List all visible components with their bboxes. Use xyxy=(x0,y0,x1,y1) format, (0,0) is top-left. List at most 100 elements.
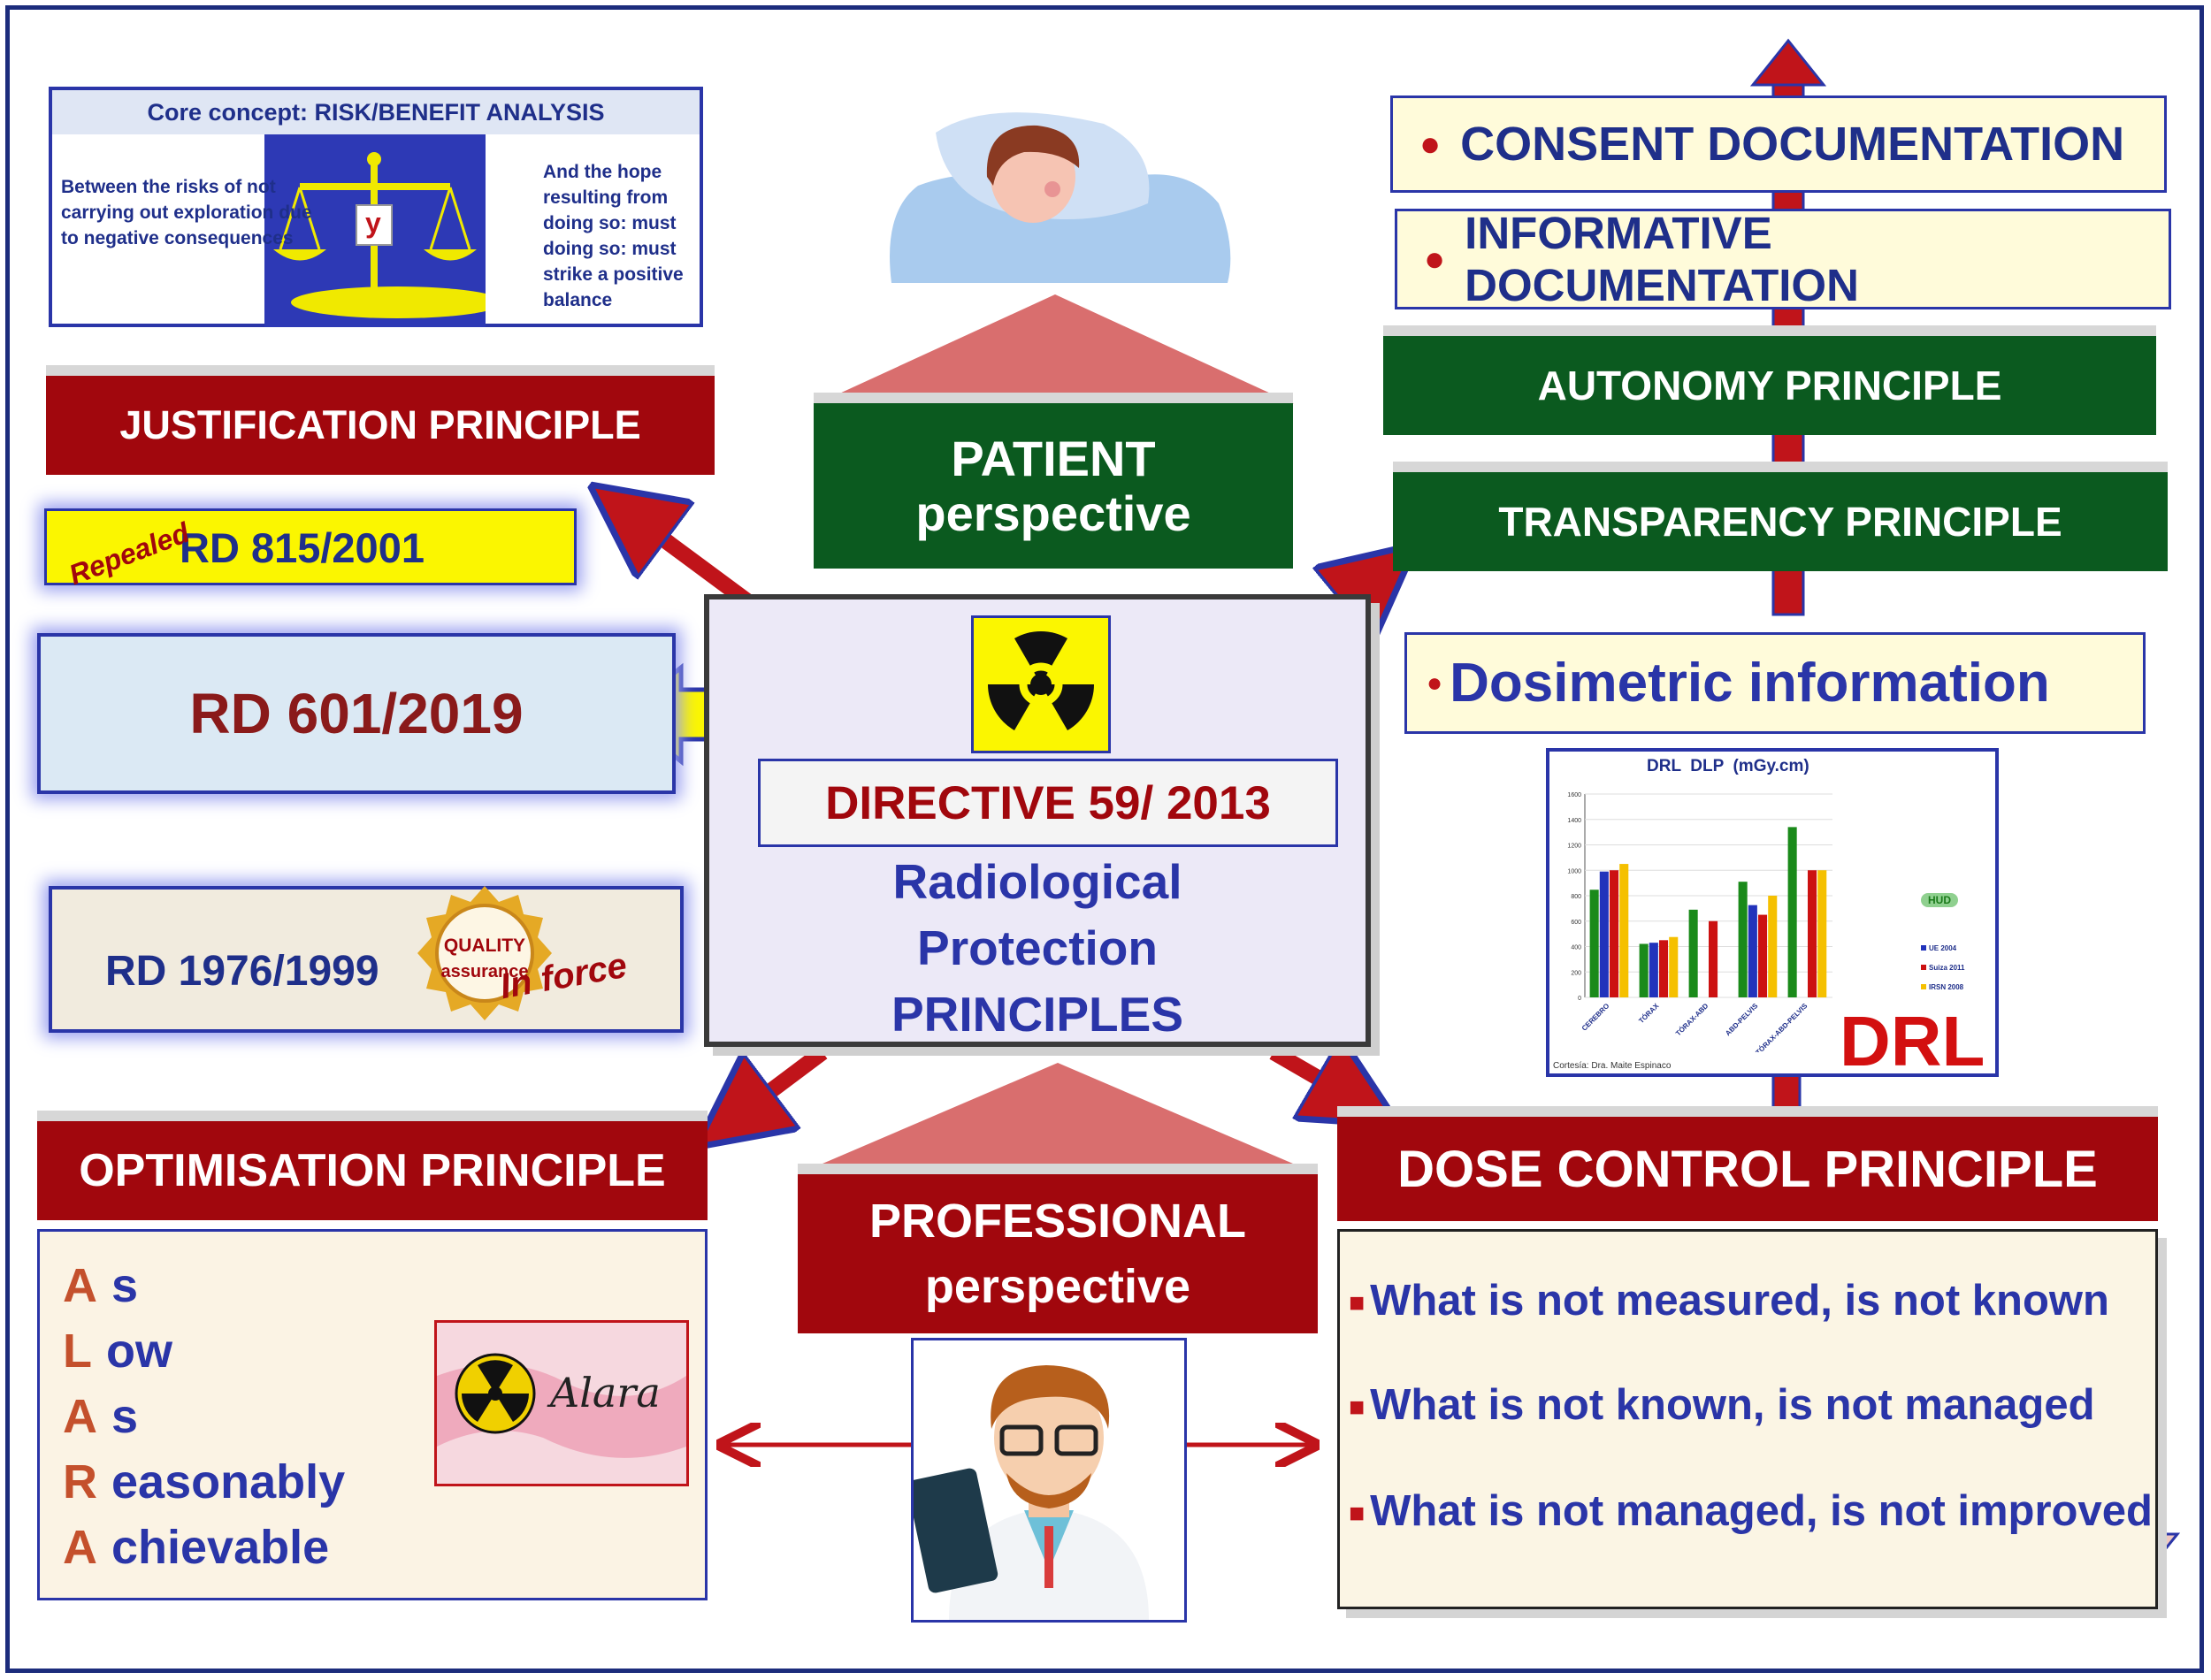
rd1976-box: RD 1976/1999 xyxy=(49,886,684,1033)
rd815-label: RD 815/2001 xyxy=(180,524,425,571)
dose-item-3: ■What is not managed, is not improved xyxy=(1349,1487,2153,1535)
y-tick-label: 1000 xyxy=(1567,868,1581,874)
justification-title: JUSTIFICATION PRINCIPLE xyxy=(119,402,641,447)
patient-illustration xyxy=(883,97,1236,283)
arrow-to-justification xyxy=(628,513,753,608)
alara-logo-text: Alara xyxy=(550,1369,661,1417)
bullet-square-icon: ■ xyxy=(1349,1499,1366,1529)
rd1976-label: RD 1976/1999 xyxy=(105,948,379,995)
risk-text: Between the risks of not carrying out ex… xyxy=(61,177,312,248)
legend-label: Suiza 2011 xyxy=(1929,964,1965,972)
dosimetric-label: Dosimetric information xyxy=(1450,653,2050,714)
professional-perspective-box: PROFESSIONAL perspective xyxy=(798,1174,1318,1333)
bar xyxy=(1738,882,1748,997)
rd815-box: RD 815/2001 Repealed xyxy=(44,508,577,591)
patient-subtitle: perspective xyxy=(915,485,1191,541)
rd601-box: RD 601/2019 xyxy=(37,633,676,794)
legend-swatch xyxy=(1921,965,1926,970)
legend-swatch xyxy=(1921,984,1926,989)
y-tick-label: 200 xyxy=(1571,970,1581,976)
optimisation-title: OPTIMISATION PRINCIPLE xyxy=(79,1145,666,1196)
rp-line-1: Radiological xyxy=(892,854,1182,909)
y-tick-label: 1600 xyxy=(1567,792,1581,798)
rp-line-3: PRINCIPLES xyxy=(891,987,1184,1042)
informative-label: INFORMATIVE DOCUMENTATION xyxy=(1465,208,1859,310)
risk-benefit-title: Core concept: RISK/BENEFIT ANALYSIS xyxy=(52,90,700,134)
vertical-shaft-bottom xyxy=(1771,1068,1802,1125)
bar xyxy=(1758,914,1768,997)
dose-control-box: ■What is not measured, is not known ■Wha… xyxy=(1337,1229,2158,1609)
rp-line-2: Protection xyxy=(917,920,1158,975)
bar xyxy=(1649,943,1658,997)
y-tick-label: 1400 xyxy=(1567,818,1581,824)
bar xyxy=(1748,905,1757,997)
risk-benefit-card: Core concept: RISK/BENEFIT ANALYSIS y Be… xyxy=(49,87,703,327)
bar xyxy=(1659,940,1669,997)
bar xyxy=(1817,870,1827,997)
professional-roof xyxy=(798,1063,1318,1174)
drl-big-label: DRL xyxy=(1840,1002,1985,1081)
legend-label: IRSN 2008 xyxy=(1929,983,1964,991)
justification-banner: JUSTIFICATION PRINCIPLE xyxy=(46,376,715,475)
hope-text: And the hope resulting from doing so: mu… xyxy=(543,162,684,310)
radiation-icon xyxy=(971,615,1111,753)
x-tick-label: TÓRAX-ABD-PELVIS xyxy=(1755,1002,1809,1052)
bar xyxy=(1808,870,1817,997)
bar xyxy=(1669,936,1679,997)
arrow-to-optimisation xyxy=(734,1045,828,1119)
drl-legend-hud: HUD xyxy=(1921,893,1958,907)
seal-quality: QUALITY xyxy=(443,935,526,956)
bullet-square-icon: ■ xyxy=(1349,1393,1366,1423)
patient-perspective-box: PATIENT perspective xyxy=(814,403,1293,569)
transparency-principle-banner: TRANSPARENCY PRINCIPLE xyxy=(1393,472,2168,571)
bullet-icon: ● xyxy=(1424,239,1446,279)
y-tick-label: 0 xyxy=(1578,996,1581,1002)
optimisation-banner: OPTIMISATION PRINCIPLE xyxy=(37,1121,708,1220)
x-tick-label: ABD-PELVIS xyxy=(1724,1002,1760,1038)
scale-label: y xyxy=(365,207,381,239)
bar xyxy=(1688,909,1698,997)
y-tick-label: 1200 xyxy=(1567,844,1581,850)
y-tick-label: 400 xyxy=(1571,945,1581,951)
bar xyxy=(1589,890,1599,997)
seal-assurance: assurance xyxy=(440,962,529,981)
drl-chart-title: DRL DLP (mGy.cm) xyxy=(1647,757,1809,775)
bar xyxy=(1639,943,1649,997)
professional-subtitle: perspective xyxy=(924,1260,1191,1313)
y-tick-label: 600 xyxy=(1571,920,1581,926)
bar xyxy=(1610,870,1619,997)
bullet-square-icon: ■ xyxy=(1349,1288,1366,1318)
autonomy-label: AUTONOMY PRINCIPLE xyxy=(1537,363,2002,409)
consent-documentation-box: ● CONSENT DOCUMENTATION xyxy=(1390,95,2167,193)
dose-item-2: ■What is not known, is not managed xyxy=(1349,1381,2095,1429)
outer-frame xyxy=(5,5,2204,1673)
scale-illustration: y xyxy=(264,134,503,327)
bar xyxy=(1599,871,1609,997)
bullet-icon: ● xyxy=(1427,668,1443,698)
autonomy-principle-banner: AUTONOMY PRINCIPLE xyxy=(1383,336,2156,435)
legend-label: UE 2004 xyxy=(1929,944,1957,952)
informative-documentation-box: ● INFORMATIVE DOCUMENTATION xyxy=(1395,208,2171,310)
drl-credit: Cortesía: Dra. Maite Espinaco xyxy=(1553,1061,1672,1071)
bar xyxy=(1787,827,1797,997)
radiological-protection-principles: Radiological Protection PRINCIPLES xyxy=(709,849,1366,1048)
consent-label: CONSENT DOCUMENTATION xyxy=(1460,118,2125,171)
dose-item-1: ■What is not measured, is not known xyxy=(1349,1277,2109,1325)
arrow-to-dose-control xyxy=(1269,1052,1358,1101)
bullet-icon: ● xyxy=(1419,124,1442,164)
rd601-label: RD 601/2019 xyxy=(189,682,524,745)
patient-roof xyxy=(816,294,1294,404)
bar xyxy=(1768,896,1778,997)
alara-logo: Alara xyxy=(434,1320,689,1486)
patient-title: PATIENT xyxy=(951,430,1156,486)
x-tick-label: CEREBRO xyxy=(1580,1002,1611,1033)
transparency-label: TRANSPARENCY PRINCIPLE xyxy=(1498,499,2062,545)
directive-title: DIRECTIVE 59/ 2013 xyxy=(758,759,1338,847)
professional-title: PROFESSIONAL xyxy=(868,1195,1247,1248)
